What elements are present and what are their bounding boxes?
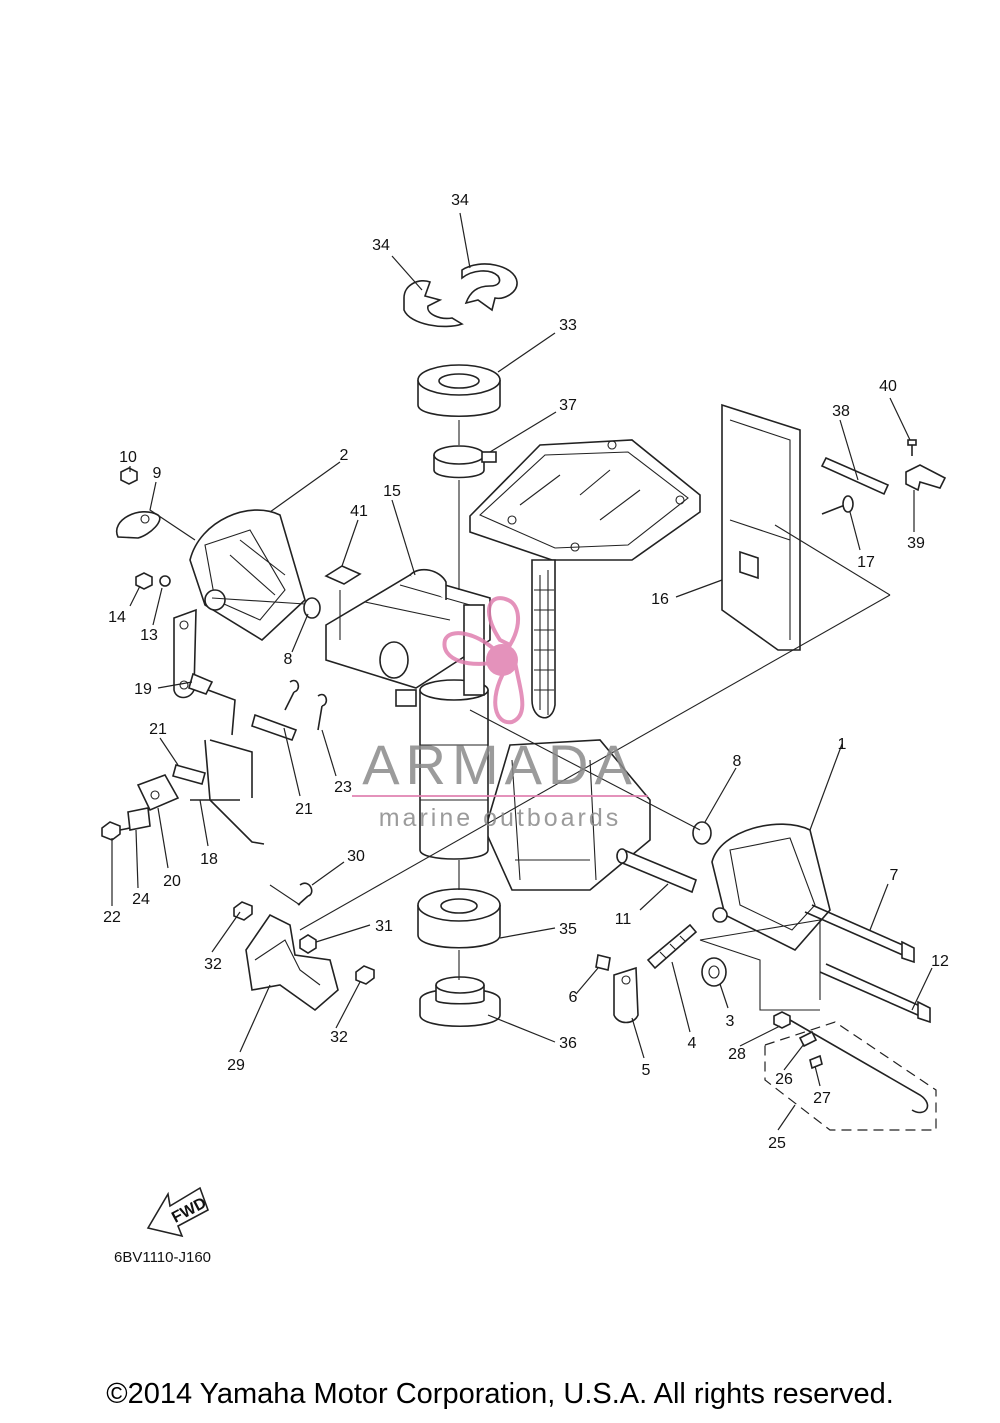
part-4-spring xyxy=(646,923,698,970)
part-38-rod xyxy=(820,456,890,496)
part-15-swivel-bracket xyxy=(325,568,491,860)
assembly-guides xyxy=(211,420,891,1011)
part-11-pin xyxy=(616,848,697,894)
watermark: ARMADA marine outboards xyxy=(352,596,648,832)
callout-label: 15 xyxy=(383,483,401,500)
callout-label: 26 xyxy=(775,1071,793,1088)
part-25-rod-assembly xyxy=(764,1011,937,1131)
leader-lines xyxy=(111,212,933,1131)
part-37-band xyxy=(433,445,497,479)
callout-label: 30 xyxy=(347,848,365,865)
callout-label: 10 xyxy=(119,449,137,466)
callout-label: 32 xyxy=(330,1029,348,1046)
callout-label: 32 xyxy=(204,956,222,973)
copyright-notice: ©2014 Yamaha Motor Corporation, U.S.A. A… xyxy=(106,1378,894,1410)
callout-label: 13 xyxy=(140,627,158,644)
diagram-code: 6BV1110-J160 xyxy=(114,1249,211,1266)
part-29-tilt-lever xyxy=(245,913,339,1012)
callout-label: 27 xyxy=(813,1090,831,1107)
part-18-tilt-rod xyxy=(188,672,265,845)
part-1-clamp-bracket xyxy=(711,823,831,951)
part-17-bolt xyxy=(821,495,854,515)
part-40-screw xyxy=(907,439,917,456)
part-8-washer-left xyxy=(303,597,321,619)
callout-label: 28 xyxy=(728,1046,746,1063)
part-32-bolts xyxy=(233,901,375,985)
part-16-cover-bracket xyxy=(721,403,801,651)
part-2-clamp-bracket xyxy=(189,509,306,641)
part-driveshaft-housing xyxy=(484,559,651,891)
callout-label: 14 xyxy=(108,609,126,626)
fwd-arrow-icon: FWD xyxy=(146,1186,209,1238)
part-30-spring xyxy=(297,882,313,906)
callout-label: 38 xyxy=(832,403,850,420)
callout-label: 12 xyxy=(931,953,949,970)
part-34-clip-lower xyxy=(403,280,464,328)
callout-label: 8 xyxy=(733,753,742,770)
watermark-tagline: marine outboards xyxy=(379,804,622,832)
callout-label: 18 xyxy=(200,851,218,868)
part-36-cover xyxy=(419,976,501,1027)
callout-label: 2 xyxy=(340,447,349,464)
callout-label: 8 xyxy=(284,651,293,668)
part-31-nut xyxy=(299,934,317,954)
callout-label: 23 xyxy=(334,779,352,796)
callout-label: 7 xyxy=(890,867,899,884)
part-7-bolt xyxy=(804,904,915,964)
part-12-bolt xyxy=(819,963,931,1024)
part-8-washer-right xyxy=(692,821,712,845)
callout-label: 19 xyxy=(134,681,152,698)
callout-label: 24 xyxy=(132,891,150,908)
part-35-lower-mount xyxy=(417,888,501,949)
callout-label: 39 xyxy=(907,535,925,552)
callout-label: 16 xyxy=(651,591,669,608)
callout-label: 40 xyxy=(879,378,897,395)
propeller-logo-icon xyxy=(442,596,525,725)
part-6-collar xyxy=(595,954,611,971)
callout-label: 20 xyxy=(163,873,181,890)
part-34-clip-upper xyxy=(461,263,518,312)
part-23-springs xyxy=(284,679,328,731)
callout-label: 34 xyxy=(451,192,469,209)
part-drawings: FWD xyxy=(101,263,947,1238)
callout-label: 21 xyxy=(295,801,313,818)
part-22-bolt xyxy=(101,821,141,841)
part-small-hardware xyxy=(115,467,197,699)
callout-label: 3 xyxy=(726,1013,735,1030)
callout-label: 41 xyxy=(350,503,368,520)
callout-label: 21 xyxy=(149,721,167,738)
callout-label: 4 xyxy=(688,1035,697,1052)
callout-label: 29 xyxy=(227,1057,245,1074)
callout-label: 6 xyxy=(569,989,578,1006)
callout-label: 11 xyxy=(615,911,632,928)
part-39-plate xyxy=(905,464,947,492)
callout-label: 31 xyxy=(375,918,393,935)
part-20-bracket xyxy=(136,774,180,812)
callout-label: 5 xyxy=(642,1062,651,1079)
callout-label: 25 xyxy=(768,1135,786,1152)
callout-labels: 3434333710921541141381921212320182224303… xyxy=(103,192,949,1152)
callout-label: 9 xyxy=(153,465,162,482)
part-21-pins xyxy=(172,713,298,785)
callout-label: 1 xyxy=(838,736,847,753)
callout-label: 22 xyxy=(103,909,121,926)
part-exhaust-guide xyxy=(469,439,701,561)
watermark-name: ARMADA xyxy=(362,733,638,796)
part-24-plate xyxy=(127,807,151,831)
callout-label: 36 xyxy=(559,1035,577,1052)
callout-label: 17 xyxy=(857,554,875,571)
callout-label: 35 xyxy=(559,921,577,938)
part-41-label xyxy=(324,565,362,585)
callout-label: 34 xyxy=(372,237,390,254)
callout-label: 37 xyxy=(559,397,577,414)
part-3-grommet xyxy=(701,957,727,987)
part-33-mount-rubber xyxy=(417,364,501,417)
part-5-link xyxy=(613,966,639,1024)
callout-label: 33 xyxy=(559,317,577,334)
